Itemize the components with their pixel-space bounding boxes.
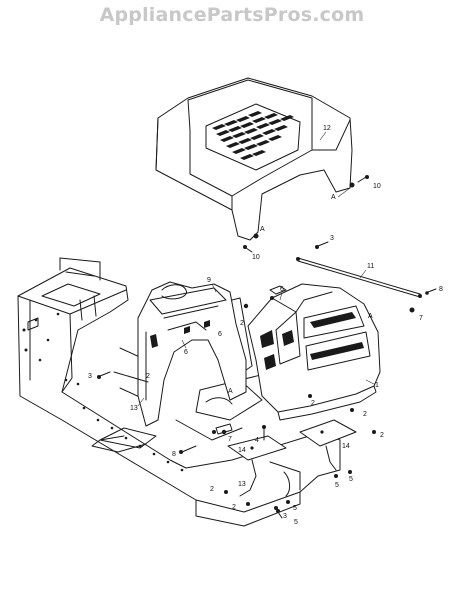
callout-3-lower: 3 xyxy=(283,513,287,520)
bracket-part-14-right[interactable] xyxy=(299,419,357,471)
bolt-part-3-lower[interactable] xyxy=(276,509,283,519)
callout-13-lower: 13 xyxy=(238,481,246,488)
callout-1: 1 xyxy=(375,382,379,389)
bolt-part-10[interactable] xyxy=(243,175,369,253)
callout-8-left: 8 xyxy=(172,451,176,458)
callout-14-left: 14 xyxy=(238,447,246,454)
bolt-part-2-right[interactable] xyxy=(212,394,376,506)
spacer-part-7-center[interactable] xyxy=(215,423,233,435)
callout-2-mid: 2 xyxy=(311,400,315,407)
callout-3-left: 3 xyxy=(88,373,92,380)
callout-5-right-b: 5 xyxy=(349,476,353,483)
callout-5-lower-b: 5 xyxy=(294,519,298,526)
bolt-part-8-left[interactable] xyxy=(179,445,197,454)
dash-panel-part-9[interactable] xyxy=(137,281,253,427)
callout-8-right: 8 xyxy=(439,286,443,293)
callout-2-left: 2 xyxy=(146,373,150,380)
callout-A-hood-right: A xyxy=(331,194,336,201)
clip-part-6-nose[interactable] xyxy=(243,296,274,309)
bolt-part-3-left[interactable] xyxy=(97,371,149,383)
callout-6-dash-left: 6 xyxy=(184,349,188,356)
callout-A-hood-left: A xyxy=(260,226,265,233)
callout-5-right-a: 5 xyxy=(335,482,339,489)
callout-6-nose: 6 xyxy=(280,286,284,293)
callout-2-right-lower: 2 xyxy=(380,432,384,439)
callout-2-upper: 2 xyxy=(240,320,244,327)
callout-6-dash-right: 6 xyxy=(218,331,222,338)
callout-4: 4 xyxy=(255,437,259,444)
callout-12: 12 xyxy=(323,125,331,132)
callout-5-lower-a: 5 xyxy=(293,505,297,512)
hood-top-part-12[interactable] xyxy=(155,77,355,241)
callout-9: 9 xyxy=(207,277,211,284)
callout-7-right: 7 xyxy=(419,315,423,322)
callout-2-lower-left: 2 xyxy=(210,486,214,493)
callout-10-bottom: 10 xyxy=(252,254,260,261)
callout-2-right-upper: 2 xyxy=(363,411,367,418)
callout-3-top: 3 xyxy=(330,235,334,242)
callout-10-top: 10 xyxy=(373,183,381,190)
bolt-part-4[interactable] xyxy=(262,425,266,441)
callout-13-upper: 13 xyxy=(130,405,138,412)
nut-part-5[interactable] xyxy=(274,470,352,510)
bracket-part-14-left[interactable] xyxy=(227,435,287,497)
callout-7-center: 7 xyxy=(228,436,232,443)
rod-part-11[interactable] xyxy=(296,241,437,313)
callout-11: 11 xyxy=(367,263,374,270)
callout-A-frame: A xyxy=(228,388,233,395)
watermark-text: AppliancePartsPros.com xyxy=(99,4,365,26)
front-nose-grille-part-1[interactable] xyxy=(247,283,381,421)
callout-A-nose: A xyxy=(368,313,373,320)
callout-2-lower-center: 2 xyxy=(232,504,236,511)
callout-14-right: 14 xyxy=(342,443,350,450)
